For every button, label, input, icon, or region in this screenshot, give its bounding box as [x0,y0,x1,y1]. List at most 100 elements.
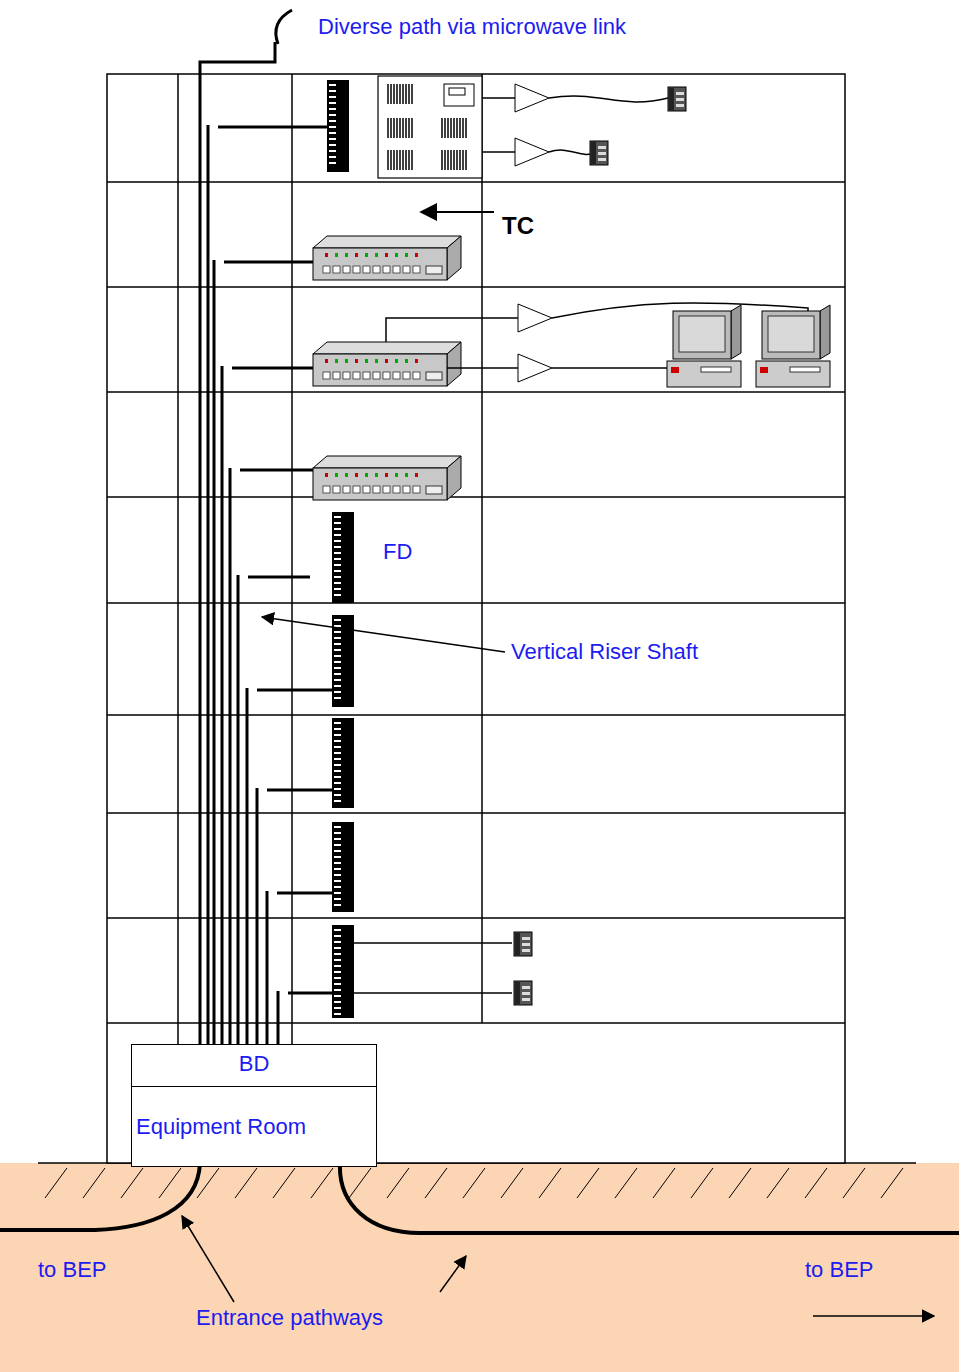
patch-panel-port [334,868,341,870]
pbx-card [405,84,407,104]
pbx-card [444,150,446,170]
floor-line [107,602,845,604]
pbx-card [387,118,389,138]
pbx-card [447,150,449,170]
pbx-card [399,118,401,138]
pbx-card [402,84,404,104]
phone-handset [515,933,520,955]
riser-cable [229,468,232,1044]
outlet-triangle [518,304,552,332]
hatch-stroke [463,1168,485,1198]
pbx-card [396,84,398,104]
hub-led [385,359,388,363]
patch-panel-port [334,728,341,730]
outlet-triangle [515,138,549,166]
patch-panel-port [329,132,336,134]
pbx-card [402,118,404,138]
system-unit [667,361,741,387]
patch-panel-port [334,826,341,828]
hub-port [333,266,340,273]
station-cable [552,367,668,369]
hub-port [393,486,400,493]
hub-led [405,253,408,257]
station-cable [386,318,518,342]
pbx-card [399,84,401,104]
hatch-stroke [425,1168,447,1198]
patch-panel-port [329,144,336,146]
phone-keys [676,98,684,101]
patch-panel-port [334,588,341,590]
hub-port [413,266,420,273]
phone-body [514,981,532,1005]
hatch-stroke [615,1168,637,1198]
patch-panel-port [334,516,341,518]
drive-bay [790,367,820,372]
hub-port [373,486,380,493]
hub-port [343,266,350,273]
power-badge [760,367,768,373]
hatch-stroke [159,1168,181,1198]
patch-panel-port [334,673,341,675]
hub-led [335,359,338,363]
hatch-stroke [311,1168,333,1198]
pbx-card [408,84,410,104]
pbx-card [390,150,392,170]
patch-panel-port [334,752,341,754]
hub-led [405,359,408,363]
computer [667,305,741,387]
phone-keys [676,104,684,107]
station-cable [549,96,668,102]
patch-panel [332,512,354,603]
pbx-card [453,150,455,170]
patch-panel-body [332,925,354,1018]
floor-line [107,391,845,393]
patch-panel-port [334,977,341,979]
station-cable [482,97,515,99]
hatch-stroke [273,1168,295,1198]
hub-port [333,486,340,493]
pbx-card [462,150,464,170]
patch-panel-port [334,856,341,858]
hatch-stroke [805,1168,827,1198]
hub-side [447,456,461,500]
pbx-card [393,118,395,138]
shaft-line [291,74,293,1044]
patch-panel-port [329,96,336,98]
floor-feed [288,992,332,995]
hub-port [323,266,330,273]
hatch-stroke [881,1168,903,1198]
patch-panel-port [334,1001,341,1003]
patch-panel-port [334,649,341,651]
patch-panel-port [334,880,341,882]
hatch-stroke [653,1168,675,1198]
column-line [177,74,179,1163]
room-divider [481,74,483,1023]
phone-keys [676,92,684,95]
floor-feed [277,892,332,895]
floor-feed [248,576,310,579]
floor-line [107,286,845,288]
patch-panel-port [334,983,341,985]
patch-panel-port [334,679,341,681]
patch-panel-port [329,108,336,110]
hatch-stroke [767,1168,789,1198]
pbx-card [390,84,392,104]
shaft-label: Vertical Riser Shaft [511,640,698,664]
drive-bay [701,367,731,372]
building-distributor-band: BD [132,1045,376,1087]
phone-body [590,141,608,165]
hub-led [325,359,328,363]
pathway-label: Entrance pathways [196,1306,383,1330]
pbx-card [465,118,467,138]
hub-port [413,486,420,493]
patch-panel-port [334,722,341,724]
hatch-stroke [691,1168,713,1198]
building-outline [107,74,845,1163]
hub-port [363,486,370,493]
patch-panel-port [334,637,341,639]
patch-panel-port [334,576,341,578]
patch-panel-port [334,661,341,663]
hub-front [313,468,447,500]
pbx-card [387,84,389,104]
